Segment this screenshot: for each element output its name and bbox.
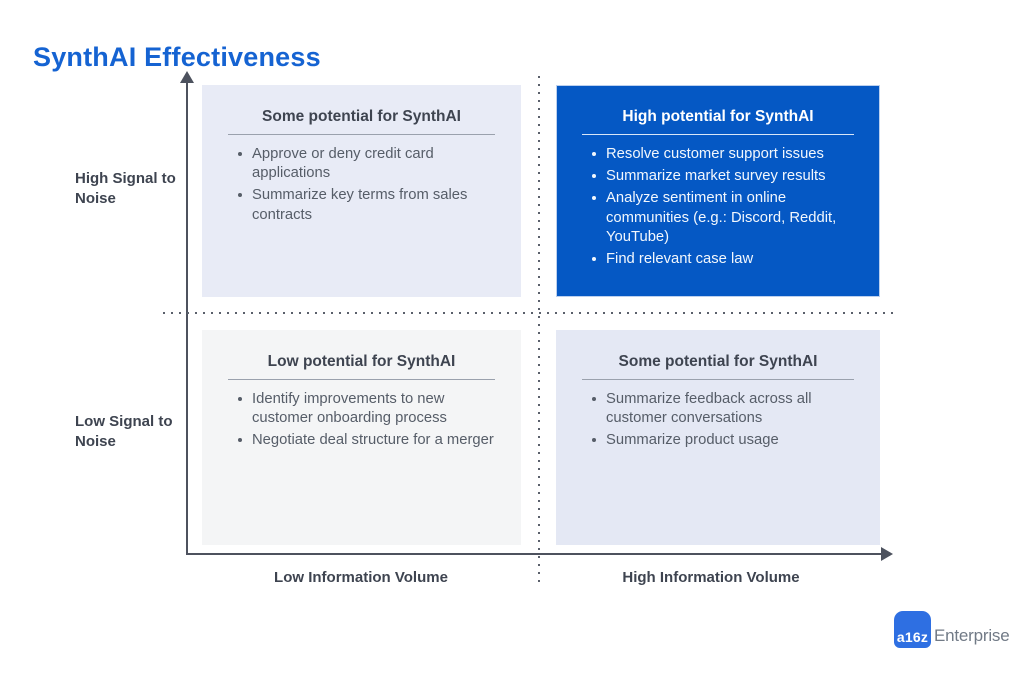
quadrant-bottom-left: Low potential for SynthAI Identify impro… (202, 330, 521, 545)
bullet-item: Identify improvements to new customer on… (236, 390, 495, 428)
y-axis-label-high: High Signal to Noise (75, 170, 176, 208)
bullet-item: Negotiate deal structure for a merger (236, 431, 495, 450)
quadrant-bullet-list: Summarize feedback across all customer c… (582, 390, 854, 451)
quadrant-top-left: Some potential for SynthAI Approve or de… (202, 85, 521, 297)
arrow-up-icon (180, 71, 194, 83)
quadrant-bullet-list: Identify improvements to new customer on… (228, 390, 495, 451)
x-axis-label-low: Low Information Volume (274, 569, 448, 586)
y-axis-label-low: Low Signal to Noise (75, 413, 173, 451)
x-axis-label-high: High Information Volume (622, 569, 800, 586)
quadrant-title: High potential for SynthAI (582, 108, 854, 135)
logo-enterprise-text: Enterprise (934, 626, 1010, 645)
bullet-item: Summarize key terms from sales contracts (236, 186, 495, 224)
quadrant-bullet-list: Resolve customer support issues Summariz… (582, 145, 854, 269)
quadrant-bottom-right: Some potential for SynthAI Summarize fee… (556, 330, 880, 545)
bullet-item: Analyze sentiment in online communities … (590, 189, 854, 247)
arrow-right-icon (881, 547, 893, 561)
quadrant-title: Low potential for SynthAI (228, 353, 495, 380)
y-axis-line (186, 82, 188, 555)
quadrant-title: Some potential for SynthAI (582, 353, 854, 380)
quadrant-top-right: High potential for SynthAI Resolve custo… (556, 85, 880, 297)
bullet-item: Resolve customer support issues (590, 145, 854, 164)
bullet-item: Find relevant case law (590, 250, 854, 269)
dotted-vertical-divider (538, 73, 540, 582)
a16z-logo-text: a16z (896, 629, 929, 645)
bullet-item: Summarize market survey results (590, 167, 854, 186)
quadrant-bullet-list: Approve or deny credit card applications… (228, 145, 495, 225)
dotted-horizontal-divider (163, 312, 895, 314)
page-title: SynthAI Effectiveness (33, 42, 321, 73)
x-axis-line (186, 553, 883, 555)
a16z-logo-badge: a16z (894, 611, 931, 648)
bullet-item: Summarize product usage (590, 431, 854, 450)
bullet-item: Summarize feedback across all customer c… (590, 390, 854, 428)
quadrant-title: Some potential for SynthAI (228, 108, 495, 135)
bullet-item: Approve or deny credit card applications (236, 145, 495, 183)
a16z-enterprise-logo: a16z Enterprise (894, 611, 1010, 648)
